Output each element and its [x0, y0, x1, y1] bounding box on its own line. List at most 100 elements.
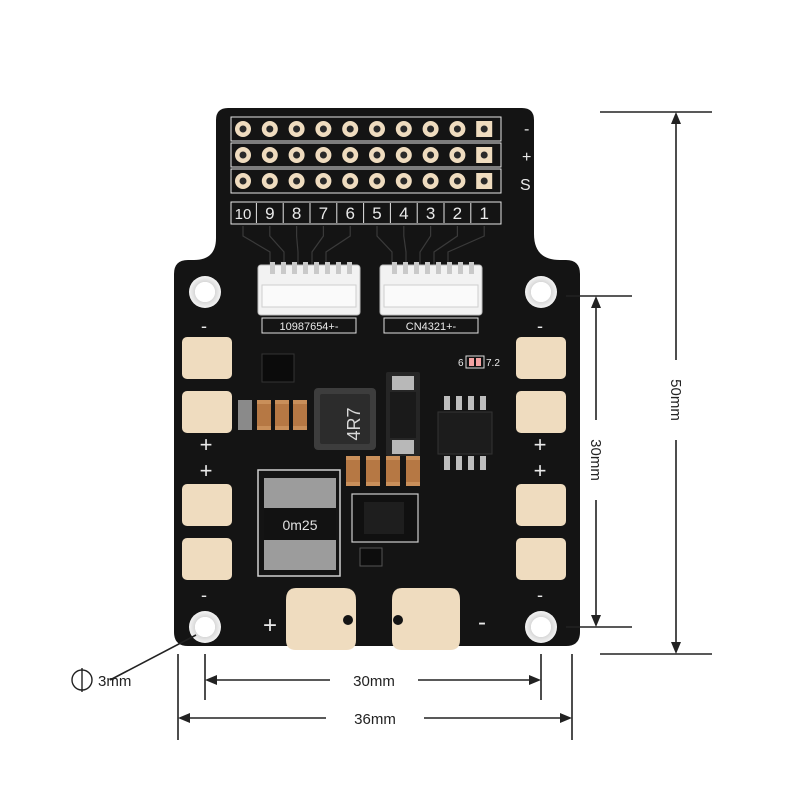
header-column-label: 5: [372, 204, 381, 223]
soic-ic: [437, 396, 493, 470]
pad-left-4: [182, 538, 232, 580]
pad-right-1: [516, 337, 566, 379]
sign-right-mid-a: +: [534, 432, 547, 457]
shunt-marking: 0m25: [282, 517, 317, 533]
pin-hole: [427, 177, 435, 185]
mount-hole-top-left: [189, 276, 221, 308]
pin-hole: [427, 151, 435, 159]
pcb-trace: [242, 226, 271, 266]
components: 4R7 6 7.2: [238, 353, 500, 577]
capacitor-array-left: [238, 400, 307, 430]
header-column-label: 9: [265, 204, 274, 223]
pad-right-4: [516, 538, 566, 580]
connector-pin: [447, 262, 452, 274]
header-row-outline: [230, 168, 502, 194]
pcb-trace: [433, 226, 458, 266]
pad-left-3: [182, 484, 232, 526]
connector-right: [379, 262, 483, 316]
sign-right-bottom: -: [537, 585, 543, 605]
pin-hole: [346, 125, 354, 133]
connector-right-label: CN4321+-: [406, 321, 457, 333]
pin-hole: [239, 125, 247, 133]
header-column-label: 6: [345, 204, 354, 223]
pcb-trace: [296, 226, 299, 266]
connector-pin: [403, 262, 408, 274]
row-sign-s: S: [520, 177, 531, 194]
header-column-label: 10: [235, 206, 252, 223]
pin-hole: [239, 151, 247, 159]
label-mount-spacing-h: 30mm: [587, 439, 604, 481]
pin-hole: [319, 177, 327, 185]
connector-pin: [336, 262, 341, 274]
main-sign-plus: +: [263, 612, 277, 639]
dimension-arrows: [178, 112, 681, 723]
label-hole-diameter: 3mm: [98, 673, 131, 690]
label-board-width: 36mm: [354, 711, 396, 728]
ic-small-top: [261, 353, 295, 383]
pin-hole: [427, 125, 435, 133]
header-row-outline: [230, 116, 502, 142]
pcb-trace: [325, 226, 351, 266]
inductor-marking: 4R7: [344, 407, 364, 440]
pin-hole: [293, 125, 301, 133]
main-pad-plus: [286, 588, 356, 650]
main-pad-minus: [392, 588, 460, 650]
connector-pin: [392, 262, 397, 274]
header-column-label: 2: [453, 204, 462, 223]
pin-hole: [480, 151, 488, 159]
small-transistor: [359, 547, 383, 567]
sign-left-top: -: [201, 316, 207, 336]
dimension-lines: [109, 111, 712, 740]
mount-hole-top-right: [525, 276, 557, 308]
connector-pin: [436, 262, 441, 274]
pin-hole: [346, 177, 354, 185]
connector-pin: [314, 262, 319, 274]
label-mount-spacing-w: 30mm: [353, 673, 395, 690]
sign-right-mid-b: +: [534, 458, 547, 483]
header-column-label: 3: [426, 204, 435, 223]
main-sign-minus: -: [478, 609, 486, 636]
connector-pin: [303, 262, 308, 274]
pcb-trace: [311, 226, 324, 266]
pin-hole: [373, 125, 381, 133]
row-sign-plus: +: [522, 149, 531, 166]
pin-hole: [346, 151, 354, 159]
pin-hole: [319, 125, 327, 133]
capacitor-array-mid: [346, 456, 420, 486]
row-sign-minus: -: [524, 121, 529, 138]
mount-hole-bottom-left: [189, 611, 221, 643]
pin-hole: [373, 177, 381, 185]
connector-pin: [270, 262, 275, 274]
pin-hole: [239, 177, 247, 185]
sign-left-mid-b: +: [200, 458, 213, 483]
label-row-outline: [230, 201, 502, 225]
sign-left-mid-a: +: [200, 432, 213, 457]
header-column-label: 8: [292, 204, 301, 223]
pin-hole: [266, 151, 274, 159]
sign-left-bottom: -: [201, 585, 207, 605]
pin-hole: [400, 125, 408, 133]
connector-left: [257, 262, 361, 316]
pad-right-3: [516, 484, 566, 526]
connector-pin: [469, 262, 474, 274]
connector-pin: [325, 262, 330, 274]
connector-pin: [425, 262, 430, 274]
pin-hole: [319, 151, 327, 159]
pcb-trace: [447, 226, 485, 266]
pcb-trace: [269, 226, 285, 266]
connector-left-label: 10987654+-: [279, 321, 338, 333]
side-pads: [182, 337, 566, 580]
connector-pin: [414, 262, 419, 274]
pin-header-grid: [230, 116, 502, 194]
diameter-symbol: [71, 668, 93, 692]
pin-hole: [266, 177, 274, 185]
header-column-label: 1: [479, 204, 488, 223]
small-mark-left: 6: [458, 358, 464, 369]
pin-hole: [480, 177, 488, 185]
connector-pin: [281, 262, 286, 274]
pin-hole: [453, 125, 461, 133]
pin-hole: [453, 151, 461, 159]
